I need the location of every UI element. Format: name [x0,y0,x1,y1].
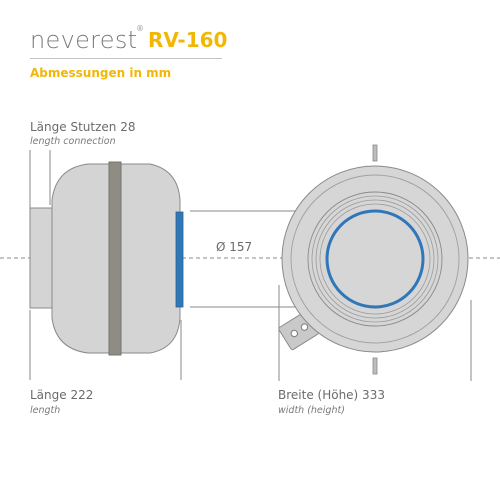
total-length-label: Länge 222 [30,388,94,402]
housing-ring-4 [315,199,435,319]
brand-name: neverest [30,26,138,54]
mounting-tab-bottom [372,357,378,375]
fan-side-view [29,161,184,356]
header-divider [30,58,222,59]
diameter-label: Ø 157 [216,240,253,254]
connection-length-sublabel: length connection [30,136,116,147]
dimensions-unit-title: Abmessungen in mm [30,66,172,80]
registered-mark: ® [136,24,144,33]
model-name: RV-160 [148,28,228,52]
total-length-sublabel: length [30,405,61,416]
width-sublabel: width (height) [278,405,345,416]
fan-front-view [278,144,469,375]
width-label: Breite (Höhe) 333 [278,388,385,402]
connection-stub [29,207,53,309]
center-band [108,161,122,356]
outlet-ring [325,209,425,309]
housing-ring-5 [319,203,431,315]
mounting-tab-top [372,144,378,162]
outlet-flange [175,211,184,308]
housing-ring-1 [290,174,460,344]
housing-ring-3 [311,195,439,323]
connection-length-label: Länge Stutzen 28 [30,120,136,134]
